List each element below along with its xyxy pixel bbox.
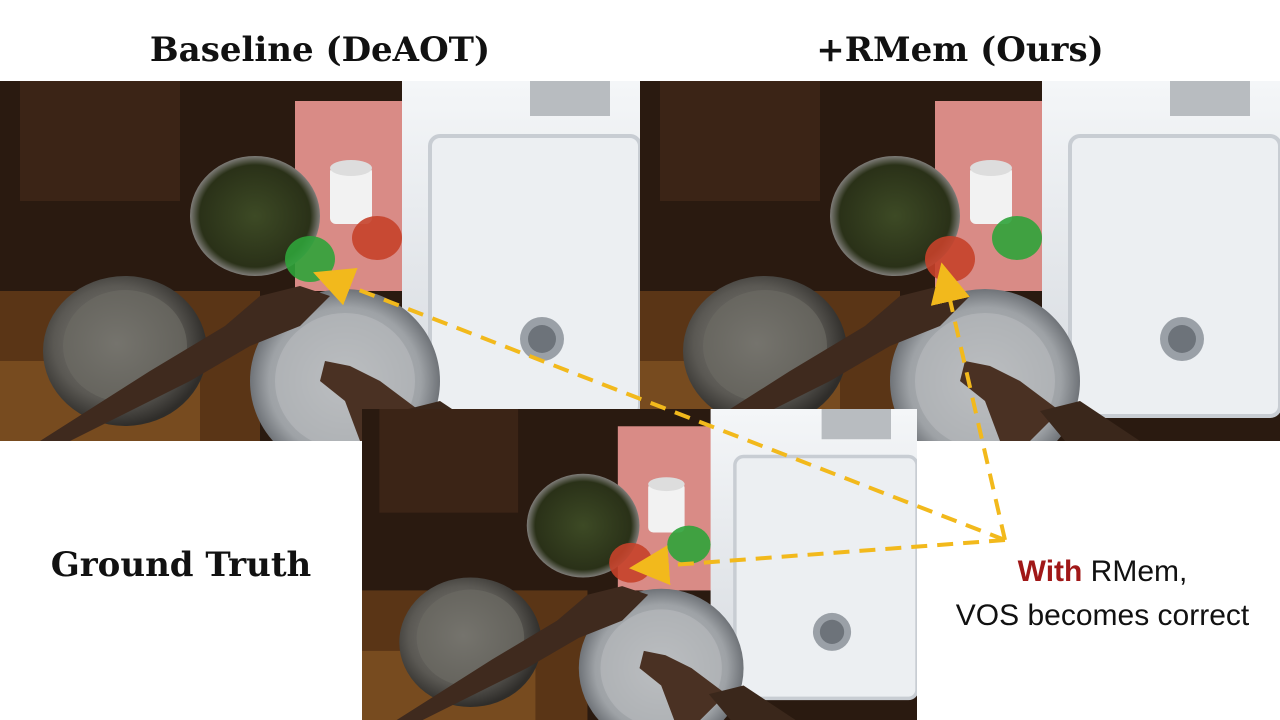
- ours-title: +RMem (Ours): [816, 30, 1104, 70]
- annotation-text: With RMem, VOS becomes correct: [925, 550, 1280, 638]
- mask-right: [352, 216, 402, 260]
- ours-frame: [640, 81, 1280, 441]
- mask-left: [285, 236, 335, 282]
- ground-truth-title: Ground Truth: [50, 545, 312, 585]
- baseline-frame: [0, 81, 640, 441]
- annotation-line-1-rest: RMem,: [1082, 555, 1188, 588]
- annotation-line-2: VOS becomes correct: [955, 599, 1250, 632]
- mask-left: [925, 236, 975, 282]
- baseline-title: Baseline (DeAOT): [149, 30, 491, 70]
- annotation-line-1: With RMem,: [925, 550, 1280, 594]
- mask-right: [667, 525, 711, 564]
- annotation-highlight: With: [1017, 555, 1083, 588]
- mask-left: [609, 542, 653, 583]
- ground-truth-frame: [362, 409, 917, 720]
- mask-right: [992, 216, 1042, 260]
